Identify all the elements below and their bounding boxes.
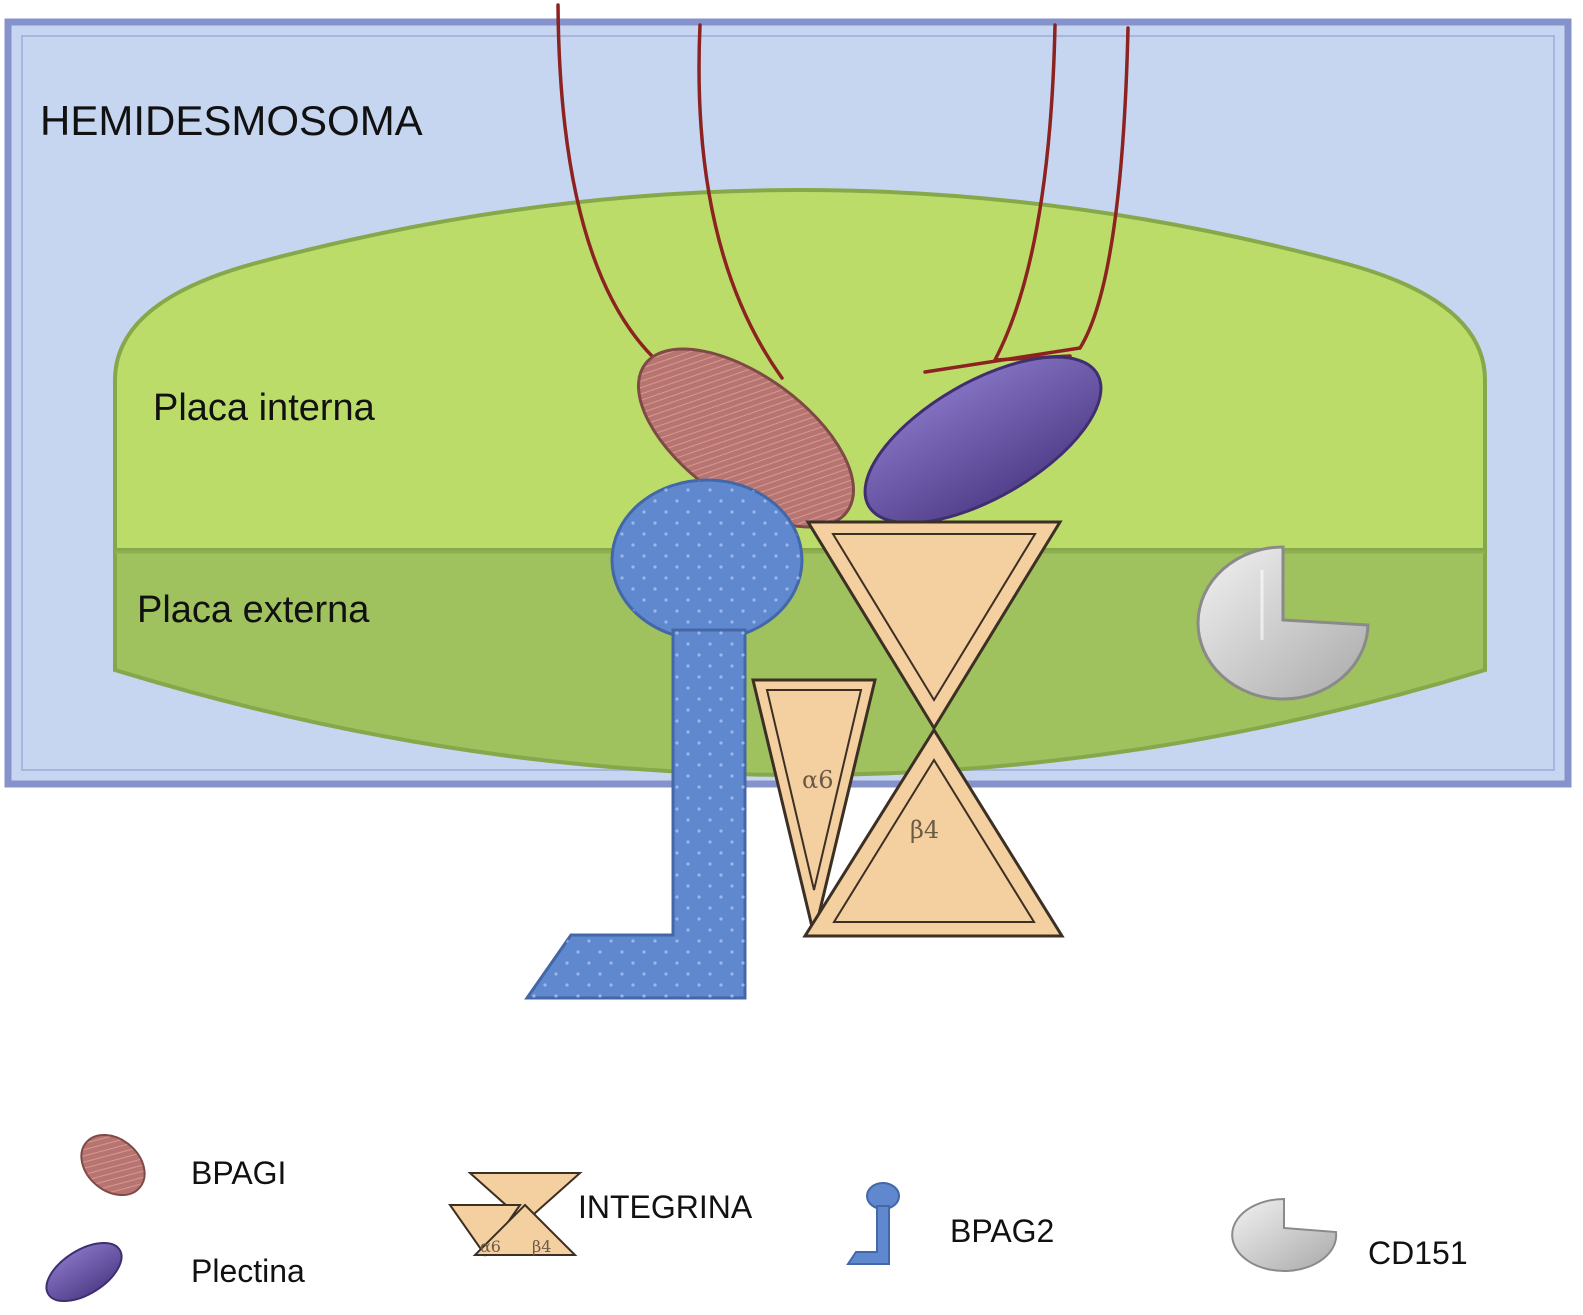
integrina-beta4-upper (805, 520, 1063, 731)
legend-bpag1-label: BPAGI (191, 1155, 286, 1191)
legend-bpag2-label: BPAG2 (950, 1213, 1054, 1249)
alpha6-label: α6 (802, 766, 833, 794)
inner-plaque-label: Placa interna (153, 387, 376, 429)
legend-integrina-label: INTEGRINA (578, 1189, 753, 1225)
plaque-shape (113, 188, 1487, 777)
integrina-beta4-lower (802, 727, 1065, 938)
legend-bpag2-icon (846, 1182, 900, 1265)
legend-integrina-alpha-label: α6 (480, 1237, 501, 1256)
legend: BPAGI Plectina α6 β4 INTEGRINA BPAG2 CD1… (45, 1133, 1468, 1303)
legend-plectina-label: Plectina (191, 1253, 305, 1289)
legend-cd151-label: CD151 (1368, 1235, 1468, 1271)
beta4-label: β4 (910, 816, 939, 844)
keratin-filaments (556, 3, 1130, 380)
cd151-protein (1196, 545, 1370, 701)
legend-plectina-icon (45, 1241, 123, 1303)
legend-integrina-icon: α6 β4 (448, 1172, 583, 1257)
integrina-alpha6-subunit (751, 678, 877, 936)
diagram-title: HEMIDESMOSOMA (40, 97, 423, 144)
legend-cd151-icon (1231, 1197, 1338, 1272)
outer-plaque-label: Placa externa (137, 589, 370, 631)
plectina-protein (863, 355, 1103, 525)
legend-bpag1-icon (80, 1133, 146, 1197)
bpag2-protein (524, 478, 804, 1000)
legend-integrina-beta-label: β4 (532, 1237, 551, 1256)
